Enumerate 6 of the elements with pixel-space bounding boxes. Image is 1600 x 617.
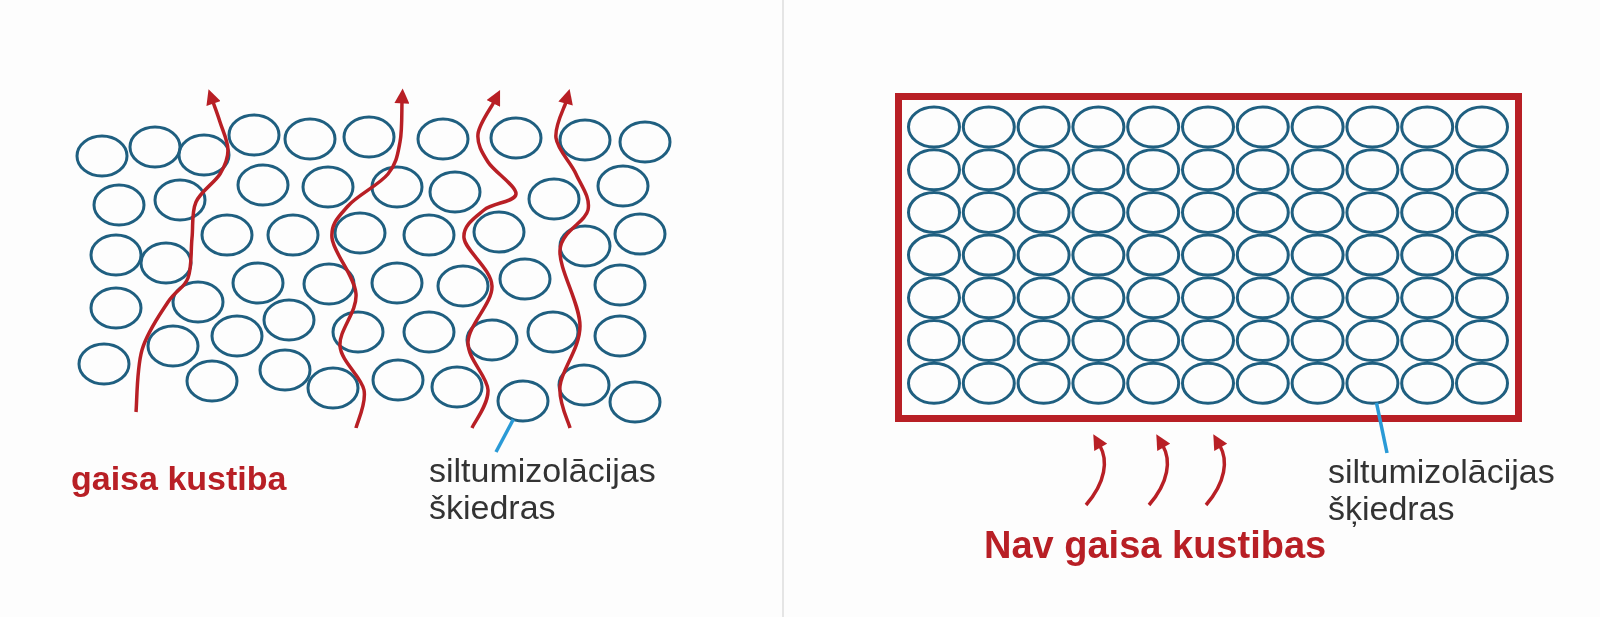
caption-text: gaisa kustiba	[71, 458, 287, 498]
callout-label: siltumizolācijas škiedras	[429, 452, 657, 526]
caption-text: Nav gaisa kustibas	[984, 523, 1327, 567]
leader-line	[494, 418, 515, 453]
leader-line	[1374, 402, 1389, 454]
callout-label: siltumizolācijas šķiedras	[1328, 453, 1556, 527]
